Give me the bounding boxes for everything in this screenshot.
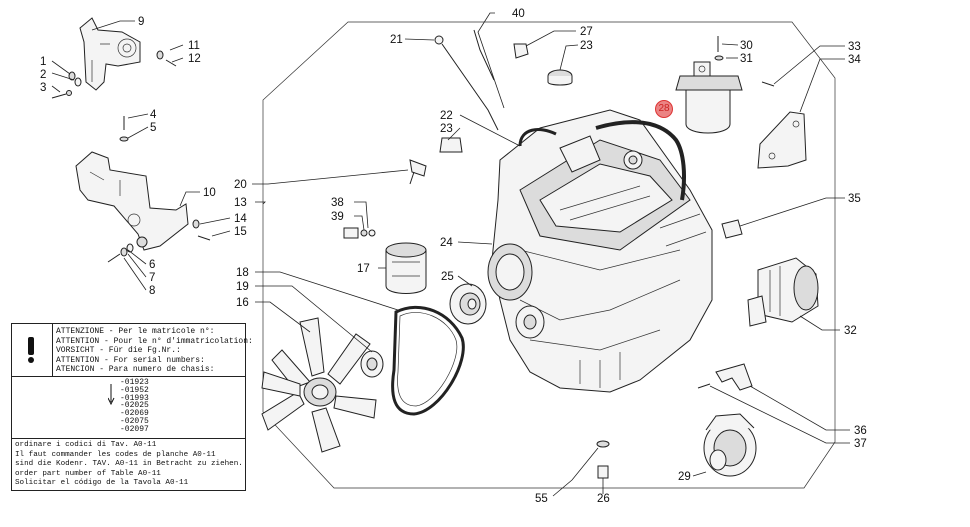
- callout-35: 35: [848, 193, 861, 205]
- callout-40: 40: [512, 8, 525, 20]
- hotspot-callout-28[interactable]: 28: [655, 100, 673, 118]
- callout-33: 33: [848, 41, 861, 53]
- callout-16: 16: [236, 297, 249, 309]
- notice-line-en: ATTENTION - For serial numbers:: [56, 355, 205, 365]
- bolt-30-31: [714, 36, 724, 61]
- serial-number: -01923: [120, 378, 149, 387]
- serial-list: -01923 -01952 -01993 -02025 -02069 -0207…: [12, 376, 245, 439]
- notice-line-it: ATTENZIONE - Per le matricole n°:: [56, 327, 215, 336]
- serial-number: -02025: [120, 401, 149, 411]
- callout-8: 8: [149, 285, 155, 297]
- order-line-de: sind die Kodenr. TAV. A0-11 in Betracht …: [15, 460, 243, 469]
- order-instructions: ordinare i codici di Tav. A0-11 Il faut …: [15, 441, 243, 489]
- callout-2: 2: [40, 69, 46, 81]
- breather-27: [513, 43, 529, 59]
- callout-22: 22: [440, 110, 453, 122]
- notice-line-fr: ATTENTION - Pour le n° d'immatricolation…: [56, 336, 253, 346]
- starter-motor: [747, 257, 819, 327]
- notice-lines: ATTENZIONE - Per le matricole n°: ATTENT…: [56, 327, 253, 375]
- callout-15: 15: [234, 226, 247, 238]
- callout-18: 18: [236, 267, 249, 279]
- fuel-filter: [675, 61, 743, 134]
- callout-11: 11: [188, 40, 200, 52]
- bolt-3: [51, 90, 72, 99]
- callout-20: 20: [234, 179, 247, 191]
- callout-21: 21: [390, 34, 403, 46]
- callout-32: 32: [844, 325, 857, 337]
- serial-number: -02069: [120, 409, 149, 419]
- order-line-it: ordinare i codici di Tav. A0-11: [15, 441, 157, 449]
- callout-3: 3: [40, 82, 46, 94]
- sender-38-39: [343, 227, 376, 239]
- lower-bracket: [75, 151, 189, 251]
- callout-26: 26: [597, 493, 610, 505]
- notice-header: ATTENZIONE - Per le matricole n°: ATTENT…: [12, 324, 253, 377]
- v-belt: [391, 305, 465, 416]
- order-line-en: order part number of Table A0-11: [15, 469, 161, 478]
- callout-17: 17: [357, 263, 370, 275]
- serial-number: -02075: [120, 416, 149, 426]
- bolt-6-8: [107, 243, 134, 263]
- serial-number: -01993: [120, 393, 149, 403]
- callout-19: 19: [236, 281, 249, 293]
- callout-29: 29: [678, 471, 691, 483]
- filter-bracket: [757, 81, 807, 169]
- leader-lines: [51, 12, 850, 497]
- serial-number: -01952: [120, 385, 149, 395]
- callout-labels: 9 1 2 3 11 12 4 5 10 14 15 6 7 8 20 13 1…: [40, 8, 867, 505]
- callout-23-left: 23: [440, 123, 453, 135]
- callout-7: 7: [149, 272, 155, 284]
- order-line-fr: Il faut commander les codes de planche A…: [15, 450, 216, 459]
- fan-spacer: [360, 350, 384, 378]
- serial-number: -02097: [120, 424, 149, 434]
- callout-55: 55: [535, 493, 548, 505]
- callout-14: 14: [234, 213, 247, 225]
- callout-9: 9: [138, 16, 144, 28]
- drain-26-55: [596, 440, 610, 479]
- callout-37: 37: [854, 438, 867, 450]
- bolt-4: [119, 116, 129, 142]
- bolt-11-12: [156, 50, 177, 67]
- callout-36: 36: [854, 425, 867, 437]
- callout-12: 12: [188, 53, 201, 65]
- fitting-22-23: [439, 137, 463, 153]
- serial-number-notice: ATTENZIONE - Per le matricole n°: ATTENT…: [11, 323, 253, 491]
- notice-line-es: ATENCION - Para numero de chasis:: [56, 365, 215, 374]
- callout-27: 27: [580, 26, 593, 38]
- sensor-20: [409, 159, 427, 185]
- callout-1: 1: [40, 56, 46, 68]
- bolt-14-15: [192, 219, 211, 241]
- down-arrow-icon: [108, 384, 115, 406]
- callout-28: 28: [658, 103, 670, 114]
- callout-5: 5: [150, 122, 156, 134]
- sleeve-35: [721, 219, 743, 239]
- order-line-es: Solicitar el código de la Tavola A0-11: [15, 479, 189, 488]
- alternator: [703, 413, 757, 477]
- callout-31: 31: [740, 53, 753, 65]
- crank-pulley: [449, 283, 487, 325]
- upper-bracket: [79, 17, 141, 91]
- oil-cap-23: [547, 69, 573, 86]
- callout-24: 24: [440, 237, 453, 249]
- callout-10: 10: [203, 187, 216, 199]
- warning-icon-cell: [12, 324, 53, 376]
- callout-30: 30: [740, 40, 753, 52]
- callout-38: 38: [331, 197, 344, 209]
- callout-39: 39: [331, 211, 344, 223]
- callout-25: 25: [441, 271, 454, 283]
- warning-icon: [28, 337, 34, 363]
- notice-line-de: VORSICHT - Für die Fg.Nr.:: [56, 346, 181, 355]
- washer-1-2: [68, 71, 82, 87]
- callout-6: 6: [149, 259, 155, 271]
- engine-block: [487, 109, 713, 393]
- heat-shield-36: [697, 363, 753, 391]
- callout-23-right: 23: [580, 40, 593, 52]
- callout-4: 4: [150, 109, 157, 121]
- callout-34: 34: [848, 54, 861, 66]
- dipstick: [434, 29, 499, 131]
- cooling-fan: [261, 317, 377, 453]
- oil-filter: [385, 242, 427, 294]
- callout-13: 13: [234, 197, 247, 209]
